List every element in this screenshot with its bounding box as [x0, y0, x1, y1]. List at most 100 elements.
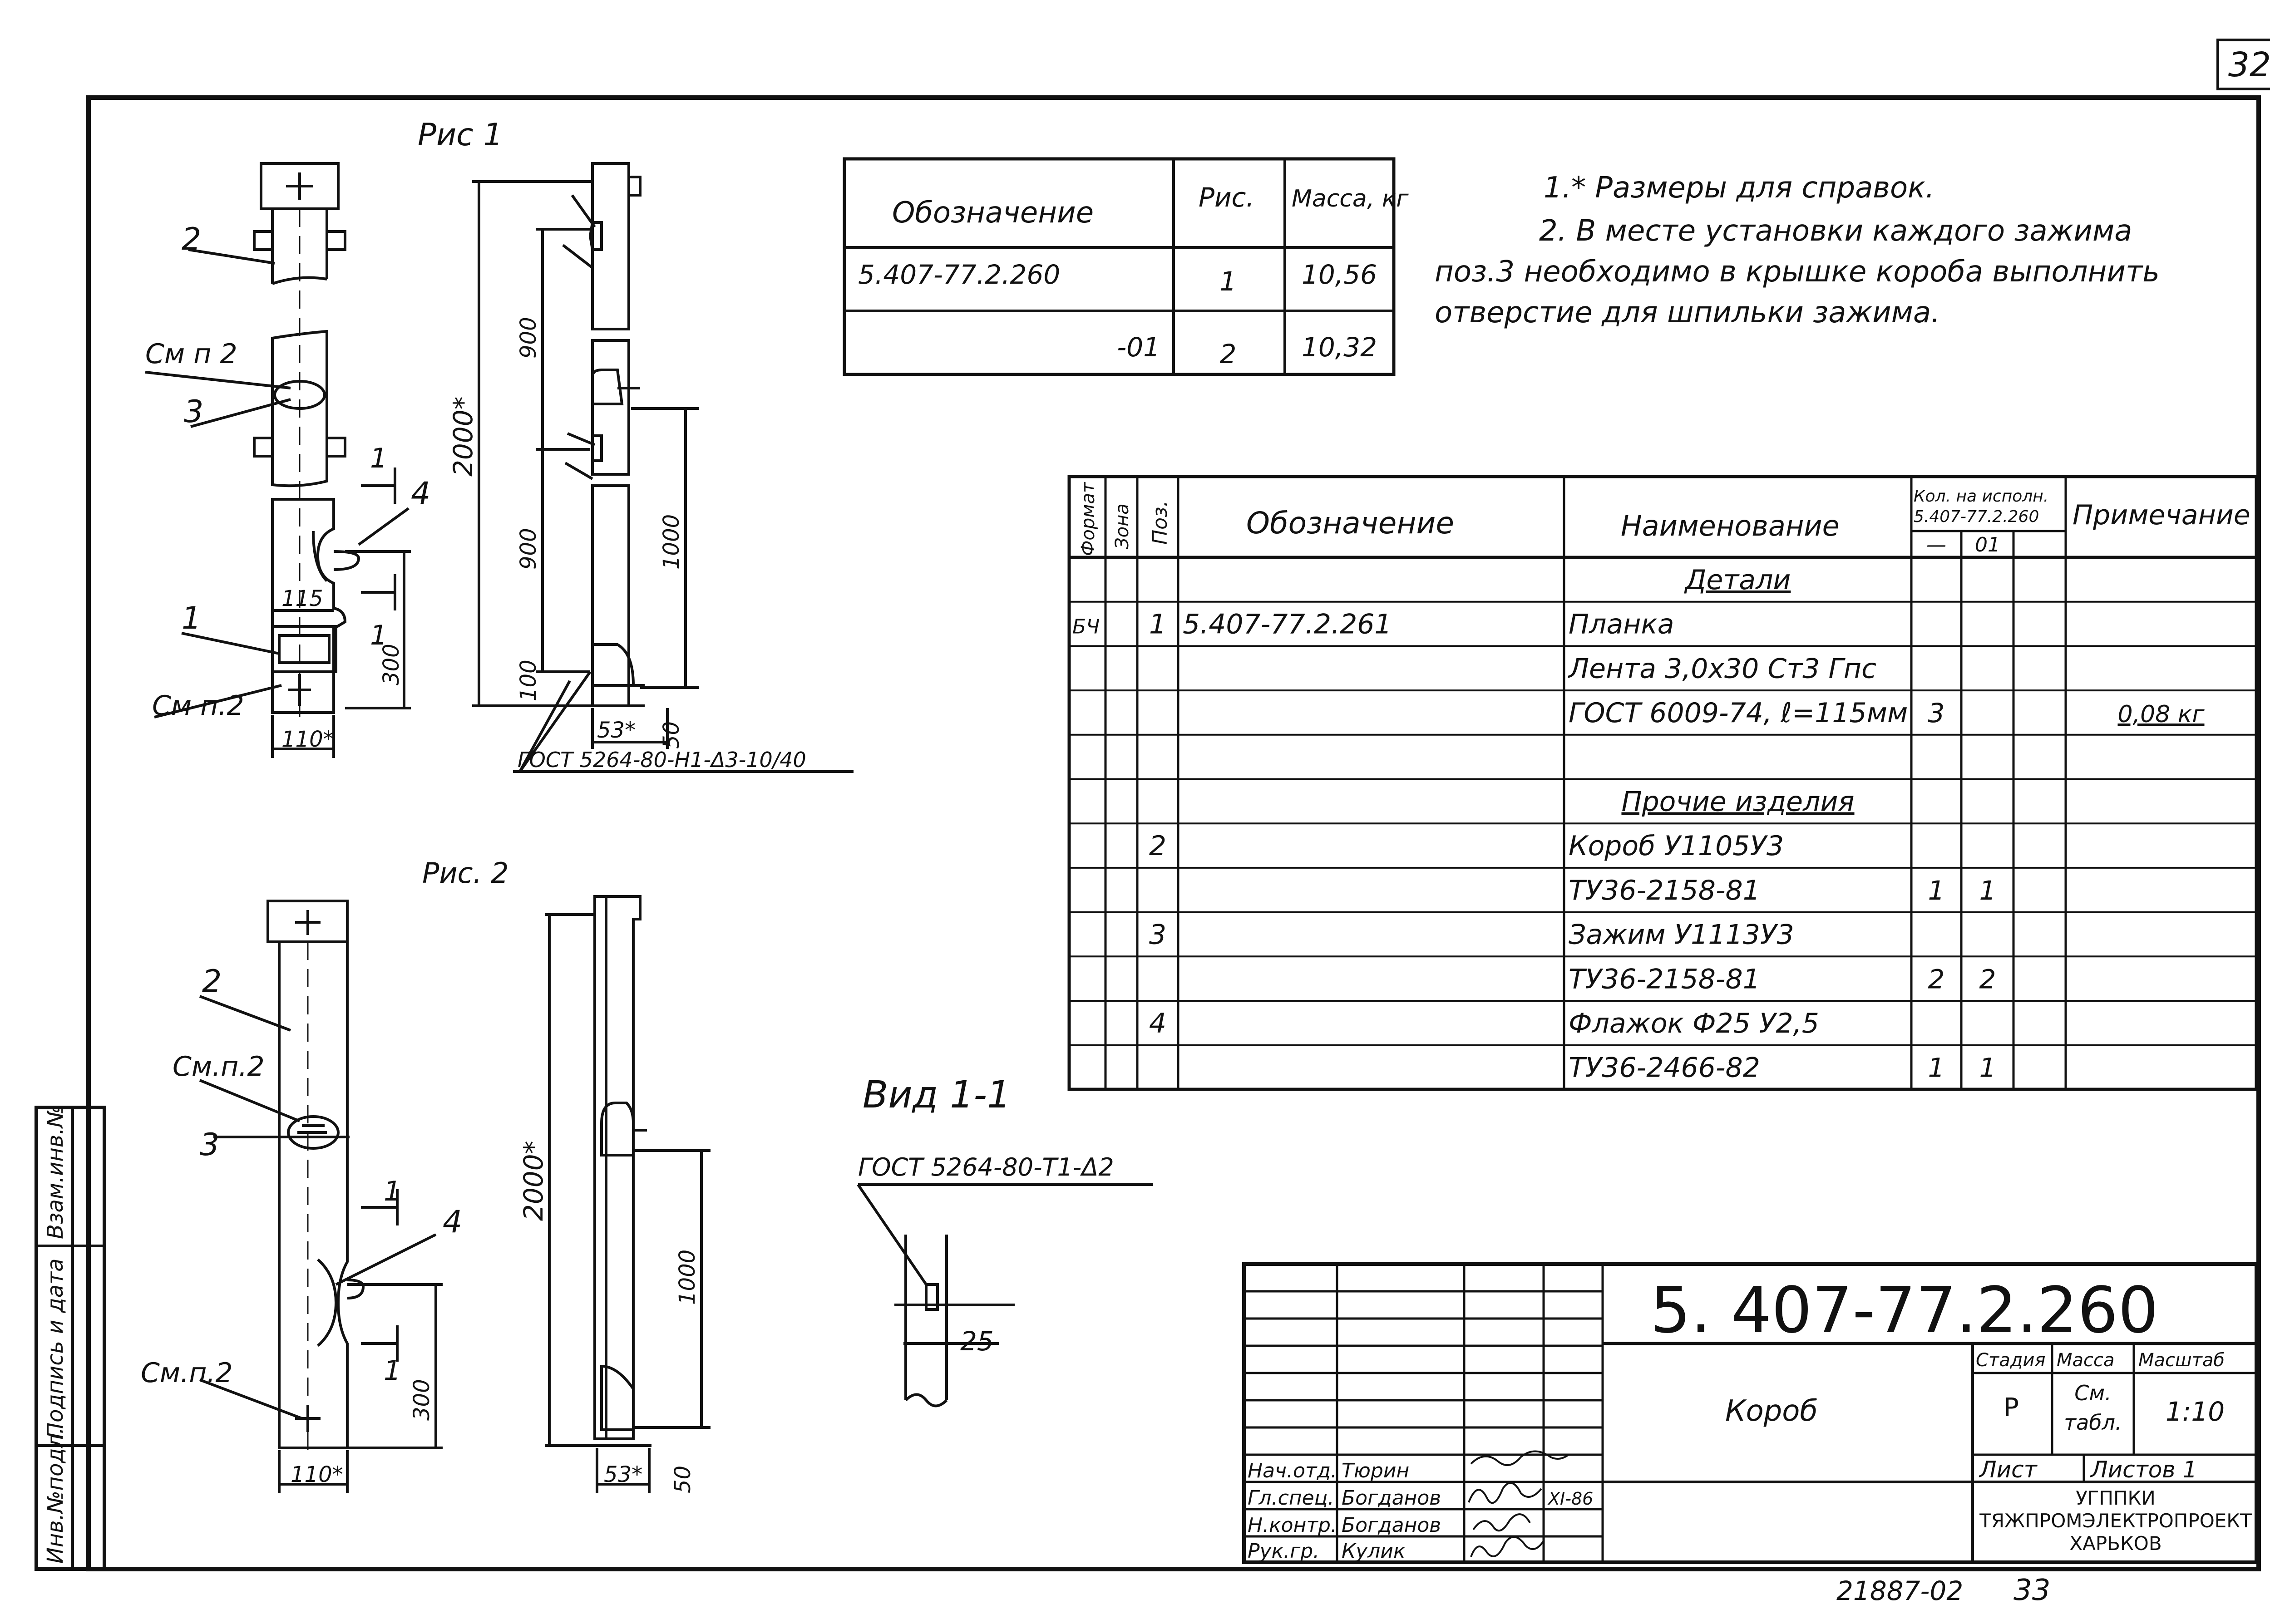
- stage-value: Р: [2004, 1393, 2019, 1422]
- fig1-h1000: 1000: [659, 514, 684, 570]
- variant-designation: -01: [1117, 332, 1160, 363]
- spec-cell-qty-a: 1: [1928, 875, 1945, 906]
- fig1-sect1b: 1: [370, 620, 387, 651]
- side-stamp-vzam: Взам.инв.№: [43, 1105, 68, 1239]
- variant-fig: 2: [1220, 339, 1237, 369]
- stage-label: Стадия: [1976, 1350, 2045, 1371]
- sheet-frame: [86, 95, 2261, 1571]
- fig1-w110: 110*: [281, 727, 334, 752]
- spec-cell-name: ТУ36-2158-81: [1569, 875, 1760, 906]
- fig2-h1000: 1000: [675, 1250, 700, 1305]
- org-line-2: ТЯЖПРОМЭЛЕКТРОПРОЕКТ: [1979, 1510, 2252, 1532]
- spec-cell-qty-b: 1: [1979, 875, 1996, 906]
- page-number: 32: [2228, 45, 2270, 84]
- fig1-see-2: См п.2: [152, 690, 244, 722]
- fig2-side-view: [545, 895, 711, 1493]
- spec-cell-name: Флажок Ф25 У2,5: [1569, 1008, 1819, 1039]
- fig1-h100: 100: [516, 659, 541, 701]
- fig1-h900b: 900: [516, 528, 541, 570]
- fig2-title: Рис. 2: [422, 856, 509, 890]
- fig2-w50: 50: [670, 1466, 696, 1493]
- spec-cell-qty-a: 3: [1928, 698, 1945, 728]
- spec-cell-format: БЧ: [1072, 615, 1100, 639]
- side-stamp-sign: Подпись и дата: [43, 1258, 68, 1439]
- figure-2: Рис. 2 2 См.п.2 3 1 4 1: [141, 856, 711, 1493]
- sheet-label: Лист: [1979, 1457, 2038, 1483]
- person-role-4: Рук.гр.: [1248, 1540, 1319, 1563]
- person-role-3: Н.контр.: [1248, 1514, 1337, 1537]
- fig1-see-1: См п 2: [145, 338, 237, 370]
- spec-cell-name: ТУ36-2466-82: [1569, 1052, 1760, 1084]
- fig2-sect1b: 1: [384, 1355, 401, 1387]
- signature-4: [1470, 1536, 1545, 1557]
- scale-label: Масштаб: [2138, 1350, 2225, 1371]
- spec-cell-name: Планка: [1569, 609, 1674, 640]
- variants-table: Обозначение Рис. Масса, кг 5.407-77.2.26…: [843, 157, 1409, 376]
- fig2-front-view: [199, 900, 443, 1493]
- spec-header-pos: Поз.: [1149, 501, 1172, 545]
- spec-cell-name: ТУ36-2158-81: [1569, 963, 1760, 995]
- mass-value-2: табл.: [2064, 1410, 2122, 1435]
- mass-label: Масса: [2057, 1350, 2115, 1371]
- spec-cell-qty-a: 2: [1928, 964, 1945, 994]
- spec-cell-pos: 4: [1149, 1008, 1166, 1039]
- spec-cell-pos: 3: [1149, 919, 1166, 951]
- spec-cell-name: Короб У1105У3: [1569, 830, 1784, 862]
- bottom-code: 21887-02: [1836, 1575, 1963, 1606]
- person-name-4: Кулик: [1342, 1540, 1406, 1563]
- spec-cell-pos: 1: [1149, 609, 1166, 640]
- fig1-sect1: 1: [370, 443, 387, 474]
- fig2-h2000: 2000*: [518, 1141, 549, 1221]
- fig1-w50: 50: [659, 721, 684, 749]
- fig1-w53: 53*: [597, 718, 636, 743]
- variants-header-designation: Обозначение: [892, 196, 1094, 230]
- fig2-see-2: См.п.2: [141, 1357, 233, 1389]
- fig1-pos4: 4: [411, 476, 430, 512]
- spec-cell-section-heading: Прочие изделия: [1621, 786, 1854, 818]
- spec-header-format: Формат: [1078, 482, 1099, 556]
- spec-cell-pos: 2: [1149, 830, 1166, 862]
- spec-cell-name: Зажим У1113У3: [1569, 919, 1794, 951]
- signature-3: [1472, 1513, 1531, 1532]
- fig1-weld-note: ГОСТ 5264-80-Н1-Δ3-10/40: [518, 748, 806, 772]
- spec-cell-section-heading: Детали: [1684, 564, 1791, 596]
- spec-header-qty-doc: 5.407-77.2.260: [1914, 507, 2039, 526]
- fig2-sect1: 1: [384, 1176, 401, 1207]
- fig1-pos2: 2: [182, 221, 201, 257]
- fig1-h300: 300: [379, 644, 404, 685]
- spec-cell-note: 0,08 кг: [2117, 701, 2205, 728]
- variant-mass: 10,56: [1302, 259, 1377, 290]
- fig1-side-view: [472, 162, 854, 773]
- variants-header-mass: Масса, кг: [1292, 185, 1409, 212]
- fig2-see-1: См.п.2: [173, 1051, 265, 1083]
- person-name-2: Богданов: [1342, 1486, 1441, 1510]
- figure-1: Рис 1: [145, 117, 854, 773]
- fig2-pos4: 4: [443, 1204, 462, 1240]
- variant-fig: 1: [1220, 266, 1237, 297]
- variant-designation: 5.407-77.2.260: [858, 259, 1060, 290]
- person-name-1: Тюрин: [1342, 1459, 1409, 1482]
- fig1-pos3: 3: [184, 394, 203, 430]
- person-role-1: Нач.отд.: [1248, 1459, 1337, 1482]
- variants-header-fig: Рис.: [1199, 182, 1254, 213]
- person-role-2: Гл.спец.: [1248, 1486, 1334, 1510]
- variant-mass: 10,32: [1302, 332, 1377, 363]
- signature-2: [1468, 1482, 1542, 1504]
- spec-header-designation: Обозначение: [1246, 506, 1454, 541]
- view-title: Вид 1-1: [863, 1073, 1011, 1117]
- fig1-title: Рис 1: [418, 117, 503, 153]
- fig1-h900a: 900: [516, 317, 541, 359]
- note-line-1: 1.* Размеры для справок.: [1544, 171, 1934, 205]
- spec-cell-qty-b: 1: [1979, 1053, 1996, 1083]
- title-block: 5. 407-77.2.260 Короб Стадия Масса Масшт…: [1242, 1262, 2258, 1564]
- scale-value: 1:10: [2166, 1396, 2225, 1427]
- spec-header-qty-b: 01: [1975, 533, 2000, 556]
- fig1-pos1: 1: [182, 600, 201, 636]
- fig1-h2000: 2000*: [448, 396, 479, 477]
- spec-header-qty: Кол. на исполн.: [1914, 487, 2048, 506]
- spec-cell-name: Лента 3,0х30 Ст3 Гпс: [1568, 653, 1876, 684]
- fig2-h300: 300: [409, 1379, 434, 1421]
- spec-cell-qty-a: 1: [1928, 1053, 1945, 1083]
- spec-cell-designation: 5.407-77.2.261: [1183, 609, 1392, 640]
- signatures: [1468, 1450, 1569, 1557]
